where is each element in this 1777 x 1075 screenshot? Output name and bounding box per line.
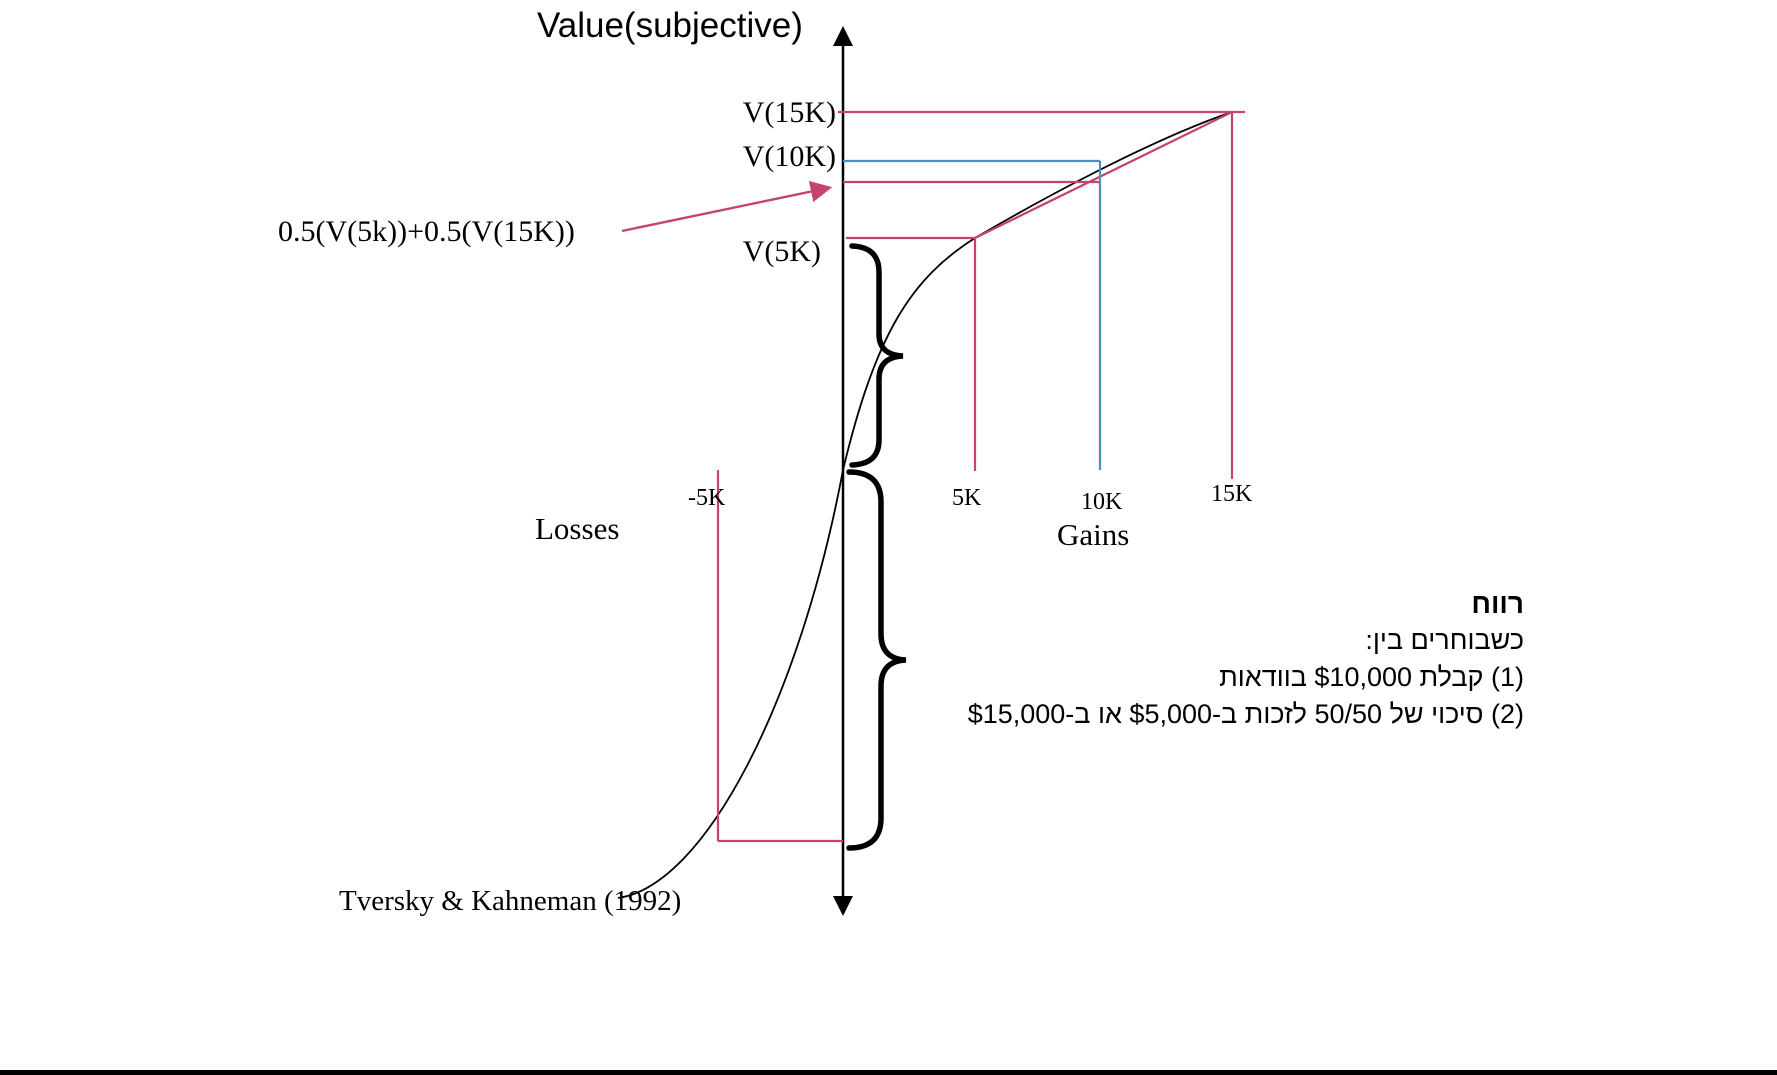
x-label-15k: 15K xyxy=(1211,481,1253,507)
value-function-curve xyxy=(617,111,1233,899)
loss-value-brace xyxy=(846,469,907,851)
hebrew-option-2: (2) סיכוי של 50/50 לזכות ב-$5,000 או ב-$… xyxy=(967,699,1524,729)
hebrew-heading: רווח xyxy=(1471,588,1524,619)
x-label-minus-5k: -5K xyxy=(688,485,726,511)
v10k-label: V(10K) xyxy=(742,140,836,173)
v15k-label: V(15K) xyxy=(742,96,836,129)
chart-title: Value(subjective) xyxy=(537,6,803,45)
x-label-10k: 10K xyxy=(1081,489,1123,515)
losses-region-label: Losses xyxy=(535,511,620,546)
hebrew-note: רווח כשבוחרים בין: (1) קבלת $10,000 בווד… xyxy=(968,585,1524,733)
gamble-chord-line xyxy=(974,111,1233,239)
slide-bottom-border xyxy=(0,1070,1777,1075)
expected-value-arrow xyxy=(621,180,833,233)
hebrew-option-1: (1) קבלת $10,000 בוודאות xyxy=(1219,662,1524,692)
x-label-5k: 5K xyxy=(952,485,982,511)
citation-label: Tversky & Kahneman (1992) xyxy=(339,885,682,917)
hebrew-intro: כשבוחרים בין: xyxy=(1365,625,1524,655)
v5k-label: V(5K) xyxy=(742,235,821,268)
gains-region-label: Gains xyxy=(1057,517,1130,552)
gain-value-brace xyxy=(849,243,904,468)
expected-value-formula: 0.5(V(5k))+0.5(V(15K)) xyxy=(278,215,575,248)
